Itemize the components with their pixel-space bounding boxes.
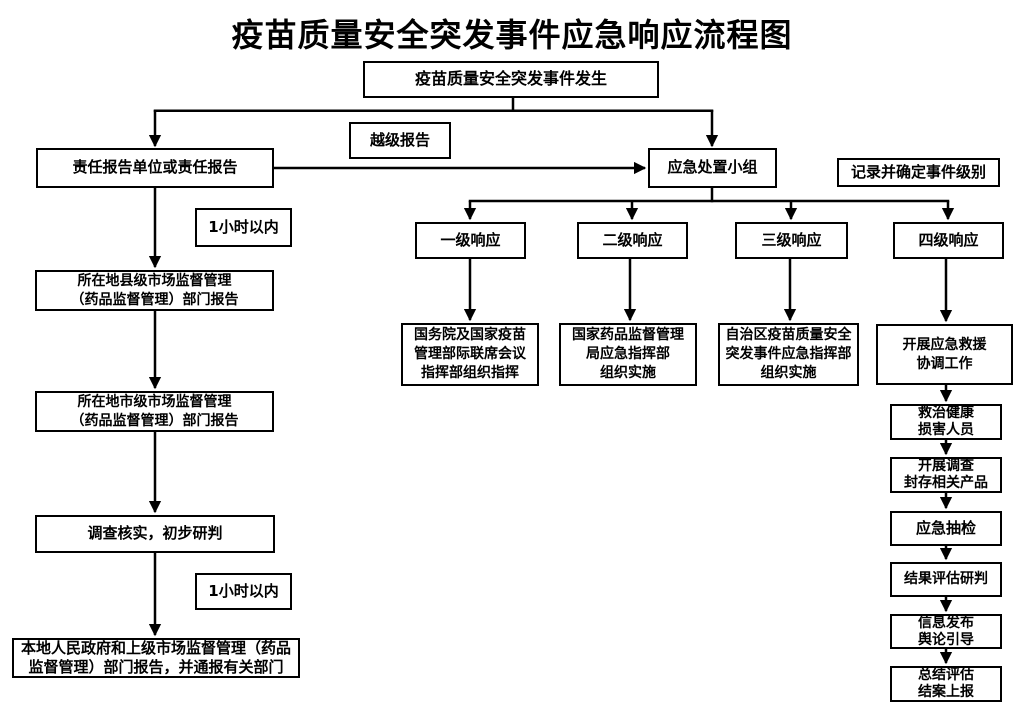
node-responsible-report: 责任报告单位或责任报告 xyxy=(36,148,274,188)
node-rescue: 救治健康 损害人员 xyxy=(890,404,1002,440)
node-result-eval: 结果评估研判 xyxy=(890,562,1002,597)
node-level4: 四级响应 xyxy=(893,222,1004,259)
node-level2-action: 国家药品监督管理 局应急指挥部 组织实施 xyxy=(559,323,697,386)
node-level3: 三级响应 xyxy=(735,222,848,259)
node-skip-report-label: 越级报告 xyxy=(349,122,451,159)
node-emergency-team: 应急处置小组 xyxy=(648,148,777,188)
node-start: 疫苗质量安全突发事件发生 xyxy=(363,61,659,98)
node-within-1h-lower: 1小时以内 xyxy=(195,573,292,610)
node-level2: 二级响应 xyxy=(577,222,688,259)
node-sampling: 应急抽检 xyxy=(890,511,1002,546)
node-level4-action: 开展应急救援 协调工作 xyxy=(876,324,1013,385)
node-county-report: 所在地县级市场监督管理 （药品监督管理）部门报告 xyxy=(35,270,274,311)
node-level1-action: 国务院及国家疫苗 管理部际联席会议 指挥部组织指挥 xyxy=(401,323,539,386)
page-title: 疫苗质量安全突发事件应急响应流程图 xyxy=(231,16,793,54)
node-investigate-seal: 开展调查 封存相关产品 xyxy=(890,457,1002,493)
node-local-gov-report: 本地人民政府和上级市场监督管理（药品 监督管理）部门报告，并通报有关部门 xyxy=(12,638,300,678)
node-city-report: 所在地市级市场监督管理 （药品监督管理）部门报告 xyxy=(35,391,274,432)
node-record-level-label: 记录并确定事件级别 xyxy=(837,158,1000,187)
node-level1: 一级响应 xyxy=(415,222,526,259)
node-level3-action: 自治区疫苗质量安全 突发事件应急指挥部 组织实施 xyxy=(718,323,859,386)
node-verify: 调查核实，初步研判 xyxy=(35,515,275,553)
connectors xyxy=(148,98,955,665)
node-summary-report: 总结评估 结案上报 xyxy=(890,666,1002,702)
node-info-release: 信息发布 舆论引导 xyxy=(890,614,1002,649)
node-within-1h-upper: 1小时以内 xyxy=(195,208,292,247)
